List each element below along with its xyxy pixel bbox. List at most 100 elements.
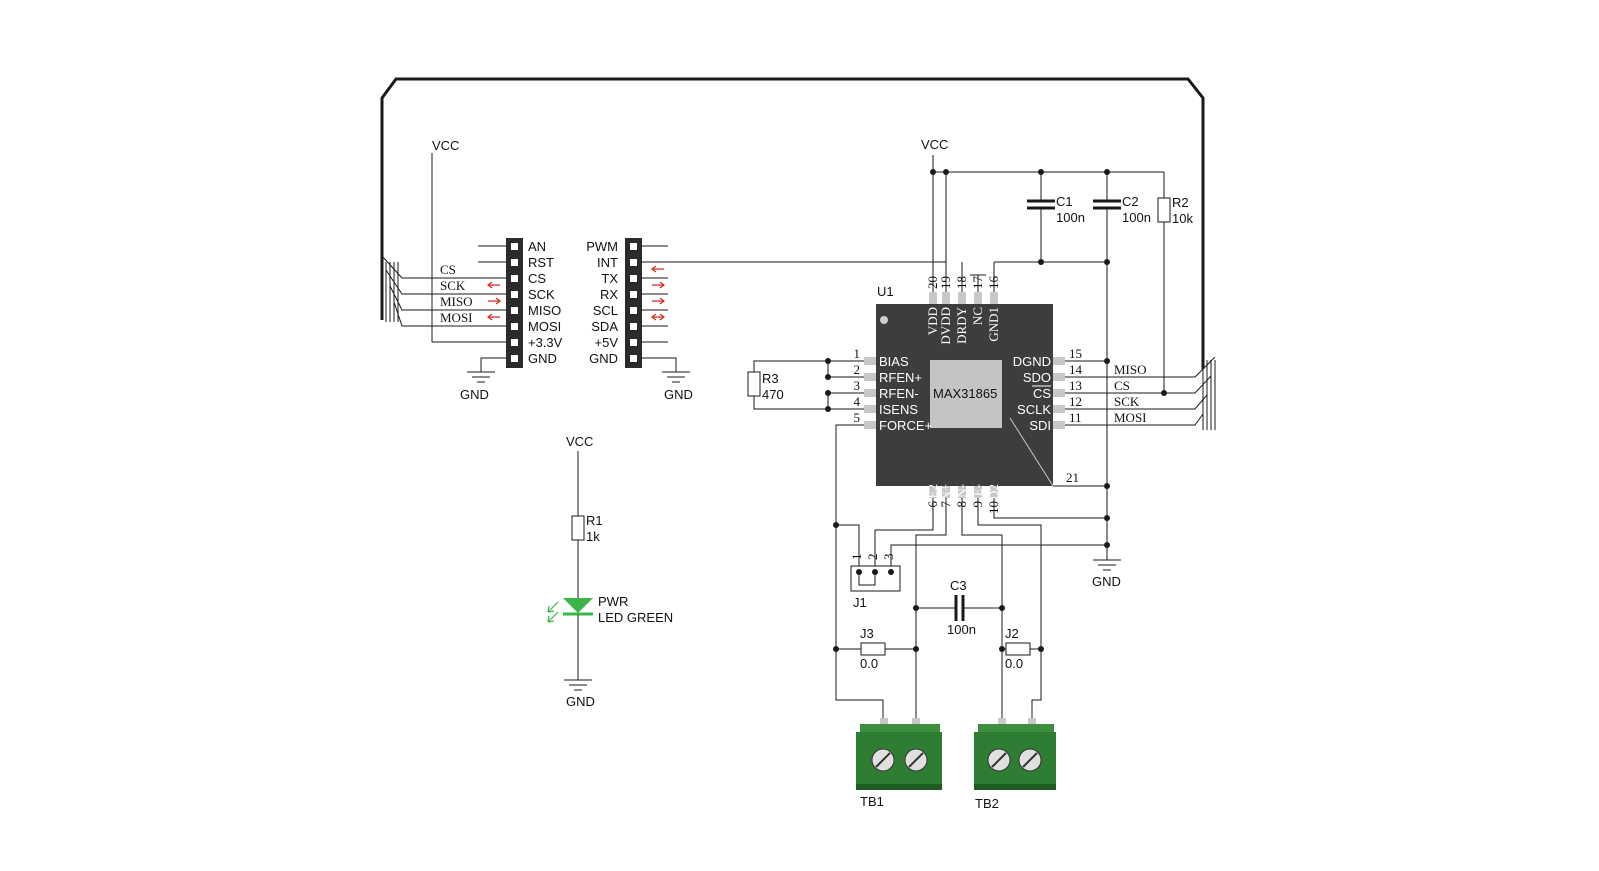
- j2-ref: J2: [1005, 626, 1019, 641]
- pin-5v-label: +5V: [595, 335, 619, 350]
- u1-pin-isens: ISENS: [879, 402, 918, 417]
- vcc-label: VCC: [566, 434, 593, 449]
- jumper-j2: [1005, 642, 1031, 656]
- u1-part: MAX31865: [933, 386, 997, 401]
- r2-ref: R2: [1172, 195, 1189, 210]
- u1-pin-sdo: SDO: [1023, 370, 1051, 385]
- gnd-label-right: GND: [664, 387, 693, 402]
- u1-ref: U1: [877, 284, 894, 299]
- u1-pin-nc: NC: [970, 307, 985, 325]
- pin-num-19: 19: [938, 276, 953, 289]
- jumper-j3: [860, 642, 886, 656]
- j1-pin3: 3: [881, 554, 896, 561]
- pin-cs-label: CS: [528, 271, 546, 286]
- gnd-label-left: GND: [460, 387, 489, 402]
- pin-sda-label: SDA: [591, 319, 618, 334]
- u1-max31865-chip: U1 MAX31865: [854, 276, 1083, 533]
- u1-spi-wiring: MISO CS SCK MOSI GND: [993, 356, 1216, 589]
- pin-num-1: 1: [854, 346, 861, 361]
- rtd-input-network: 1 2 3 J1 C3 100n J3 0.0 J2 0.0: [836, 498, 1107, 718]
- pin-mosi-label: MOSI: [528, 319, 561, 334]
- r3-ref: R3: [762, 371, 779, 386]
- r1-value: 1k: [586, 529, 600, 544]
- c3-ref: C3: [950, 578, 967, 593]
- led-icon: [563, 598, 593, 613]
- u1-pin-gnd1: GND1: [986, 307, 1001, 342]
- net-miso-left: MISO: [440, 294, 473, 309]
- header-body: [625, 238, 642, 368]
- terminal-block-tb2: TB2: [974, 718, 1056, 811]
- pin-miso-label: MISO: [528, 303, 561, 318]
- gnd-symbol-u1: [1093, 559, 1121, 571]
- left-signal-arrows: [487, 281, 501, 321]
- resistor-r2: [1157, 197, 1171, 223]
- pin-num-12: 12: [1069, 394, 1082, 409]
- j1-ref: J1: [853, 595, 867, 610]
- r3-value: 470: [762, 387, 784, 402]
- u1-pin-cs: CS: [1033, 386, 1051, 401]
- pin-gnd-label: GND: [589, 351, 618, 366]
- j1-pin1: 1: [849, 554, 864, 561]
- j1-pin2: 2: [865, 554, 880, 561]
- pin-num-21: 21: [1066, 470, 1079, 485]
- pin-33v-label: +3.3V: [528, 335, 563, 350]
- net-cs-left: CS: [440, 262, 456, 277]
- pin-num-16: 16: [986, 276, 1001, 290]
- tb1-ref: TB1: [860, 794, 884, 809]
- u1-pin-bias: BIAS: [879, 354, 909, 369]
- power-led-circuit: VCC R1 1k PWR LED GREEN GND: [547, 434, 673, 709]
- u1-pin-dgnd: DGND: [1013, 354, 1051, 369]
- net-cs-u1: CS: [1114, 378, 1130, 393]
- u1-power-network: VCC C1 100n C2 100n R2 10k: [921, 137, 1193, 560]
- pin-num-13: 13: [1069, 378, 1082, 393]
- net-mosi-u1: MOSI: [1114, 410, 1147, 425]
- gnd-symbol-left: [467, 371, 495, 383]
- led-light-arrows: [547, 601, 559, 623]
- pin-gnd-label: GND: [528, 351, 557, 366]
- resistor-r1: [571, 515, 585, 541]
- c1-value: 100n: [1056, 210, 1085, 225]
- pin-num-20: 20: [925, 276, 940, 289]
- j3-value: 0.0: [860, 656, 878, 671]
- gnd-label-led: GND: [566, 694, 595, 709]
- j3-ref: J3: [860, 626, 874, 641]
- resistor-r3: [747, 371, 761, 397]
- right-header-pin-labels: PWM INT TX RX SCL SDA +5V GND: [586, 239, 618, 366]
- pin-num-15: 15: [1069, 346, 1082, 361]
- gnd-label-u1: GND: [1092, 574, 1121, 589]
- tb2-ref: TB2: [975, 796, 999, 811]
- net-mosi-left: MOSI: [440, 310, 473, 325]
- led-ref: PWR: [598, 594, 628, 609]
- gnd-symbol-led: [564, 679, 592, 691]
- u1-pin-dvdd: DVDD: [938, 307, 953, 345]
- u1-pin-vdd: VDD: [925, 307, 940, 335]
- pin-num-17: 17: [970, 276, 985, 290]
- vcc-label: VCC: [921, 137, 948, 152]
- spi-bus-frame: [380, 77, 1216, 430]
- c2-ref: C2: [1122, 194, 1139, 209]
- chip-die: [930, 360, 1002, 428]
- left-header-pin-labels: AN RST CS SCK MISO MOSI +3.3V GND: [528, 239, 563, 366]
- mikrobus-left-header: VCC AN RST CS SCK MISO MOSI +3.3V GND: [381, 138, 563, 402]
- u1-pin-sdi: SDI: [1029, 418, 1051, 433]
- pin-scl-label: SCL: [593, 303, 618, 318]
- u1-pin-rfenp: RFEN+: [879, 370, 922, 385]
- pin-num-2: 2: [854, 362, 861, 377]
- net-miso-u1: MISO: [1114, 362, 1147, 377]
- pin-num-5: 5: [854, 410, 861, 425]
- terminal-block-tb1: TB1: [856, 718, 942, 809]
- pin-sck-label: SCK: [528, 287, 555, 302]
- pin1-marker: [880, 316, 888, 324]
- c2-value: 100n: [1122, 210, 1151, 225]
- r1-ref: R1: [586, 513, 603, 528]
- pin-num-14: 14: [1069, 362, 1083, 377]
- gnd-symbol-right: [662, 371, 690, 383]
- c3-value: 100n: [947, 622, 976, 637]
- u1-pin-drdy: DRDY: [954, 306, 969, 343]
- c1-ref: C1: [1056, 194, 1073, 209]
- header-body: [506, 238, 523, 368]
- pin-an-label: AN: [528, 239, 546, 254]
- pin-pwm-label: PWM: [586, 239, 618, 254]
- vcc-label: VCC: [432, 138, 459, 153]
